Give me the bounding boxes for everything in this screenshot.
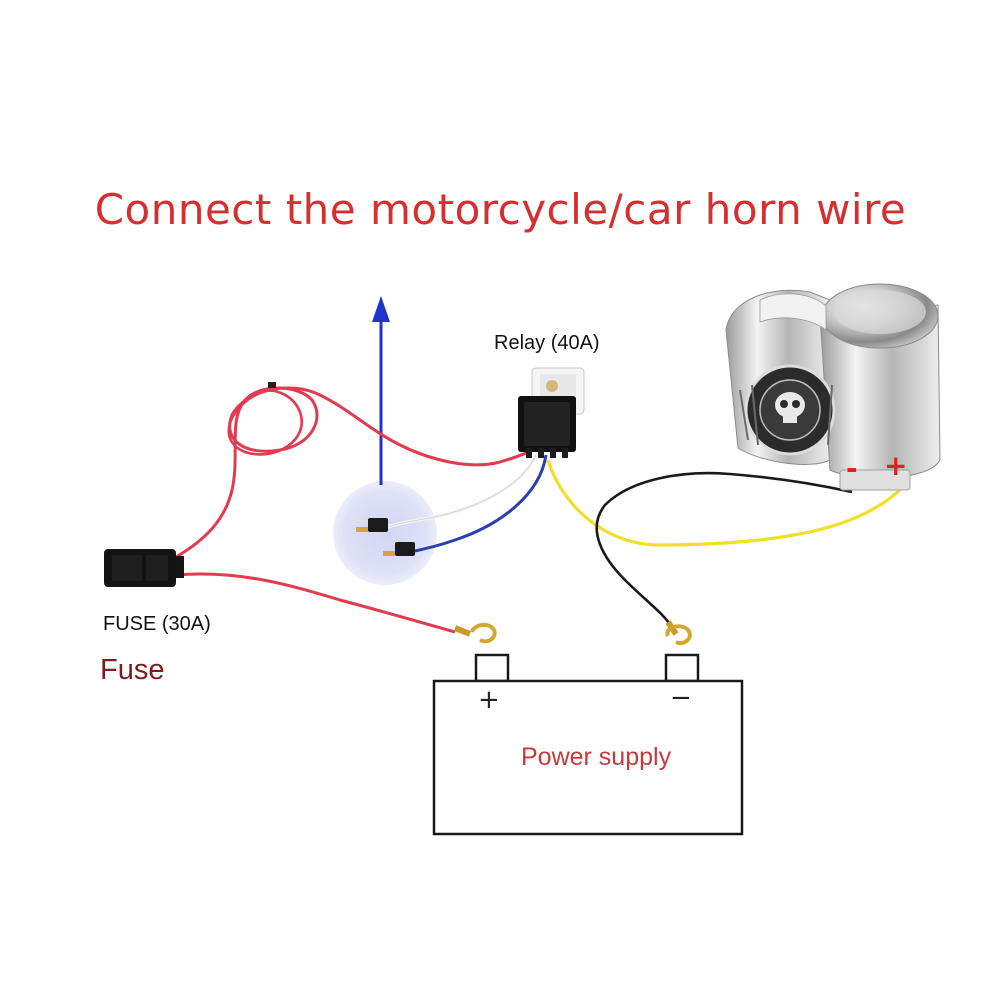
page-title: Connect the motorcycle/car horn wire — [94, 185, 907, 234]
ring-terminal-negative — [665, 620, 692, 645]
black-wire — [595, 471, 853, 626]
ring-terminal-positive — [453, 623, 497, 644]
battery-icon — [432, 653, 744, 836]
relay-label: Relay (40A) — [494, 332, 600, 354]
red-wire-relay — [175, 386, 529, 559]
battery-positive-sign: + — [478, 685, 500, 715]
spade-connector-2 — [383, 542, 415, 556]
relay-icon — [518, 367, 585, 458]
up-arrow-icon — [372, 296, 390, 485]
horn-negative-sign: - — [846, 452, 858, 485]
red-wire-loop — [227, 389, 303, 456]
battery-negative-sign: − — [670, 683, 692, 713]
horn-icon — [725, 283, 941, 491]
blue-wire — [409, 454, 548, 554]
spade-connector-1 — [356, 518, 388, 532]
connector-highlight — [333, 481, 437, 585]
fuse-holder-icon — [104, 549, 184, 587]
yellow-wire — [546, 459, 907, 547]
wire-clip — [268, 382, 276, 388]
power-supply-label: Power supply — [521, 743, 672, 771]
white-wire-outline — [384, 454, 537, 529]
red-wire-battery — [175, 572, 456, 634]
fuse-spec-label: FUSE (30A) — [103, 613, 211, 635]
horn-positive-sign: + — [884, 449, 908, 482]
fuse-caption: Fuse — [100, 654, 165, 686]
